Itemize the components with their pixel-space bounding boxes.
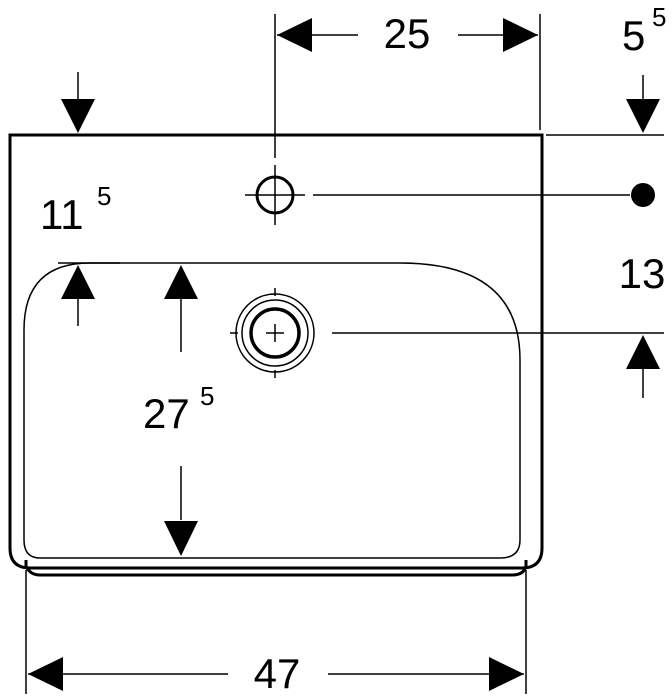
overall-width-label: 47 xyxy=(254,650,301,696)
dimension-waste-offset xyxy=(332,332,664,398)
tap-hole-depth-label: 11 xyxy=(40,191,84,238)
dimension-tap-hole-depth-arrows xyxy=(58,72,120,326)
dimension-rear-rim xyxy=(313,75,664,207)
tap-hole-depth-label-sup: 5 xyxy=(97,181,111,211)
waste-outlet xyxy=(230,288,315,378)
rear-rim-label-sup: 5 xyxy=(652,2,666,32)
waste-offset-label: 13 xyxy=(619,250,666,297)
bowl-depth-label: 27 xyxy=(143,390,190,437)
bowl-depth-label-sup: 5 xyxy=(200,381,214,411)
basin-outer-outline xyxy=(8,133,544,570)
tap-hole-offset-label: 25 xyxy=(384,10,431,57)
rear-rim-label: 5 xyxy=(622,12,645,59)
basin-front-rim xyxy=(24,560,528,577)
tap-hole xyxy=(245,165,305,225)
bowl-inner-outline xyxy=(23,262,521,559)
dimension-overall-width xyxy=(25,570,527,694)
dimension-bowl-depth xyxy=(164,265,198,556)
dimension-tap-hole-offset xyxy=(274,14,541,158)
